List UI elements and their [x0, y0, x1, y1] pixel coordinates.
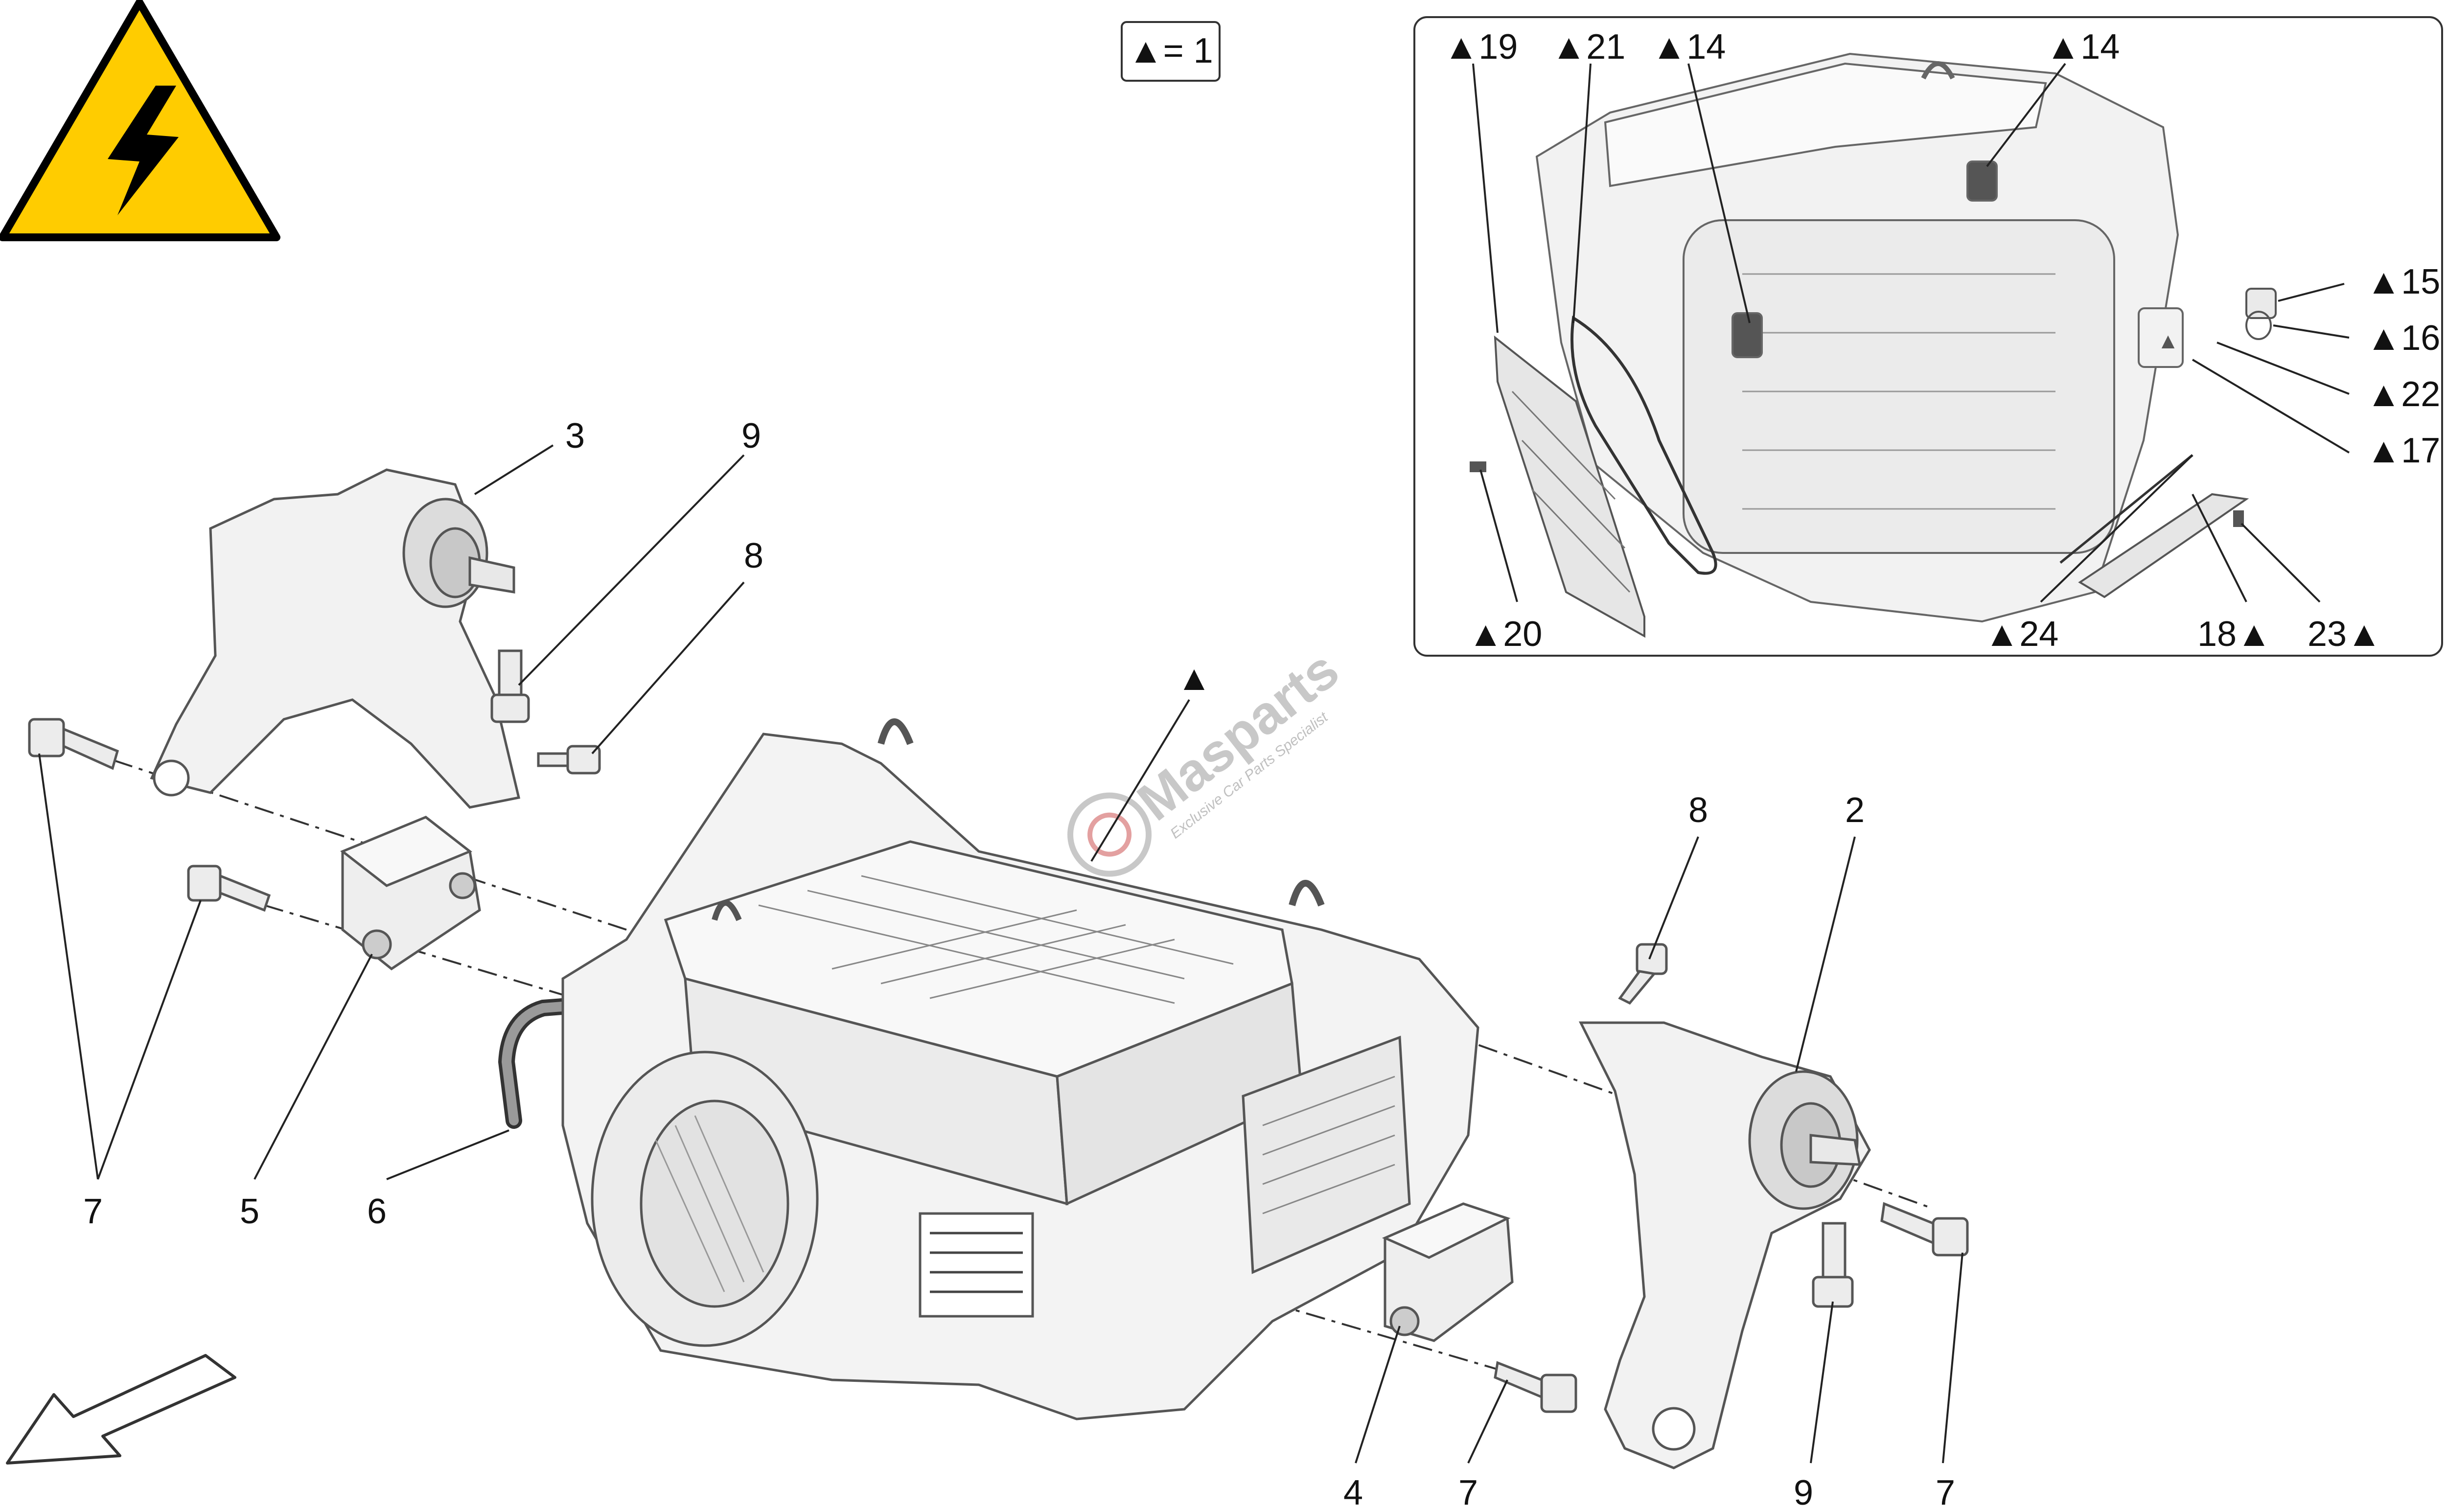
plug-15	[2245, 288, 2277, 319]
callout-2: 2	[1845, 791, 1865, 830]
callout-8-right: 8	[1688, 791, 1708, 830]
inset-gasket-cover-left	[1494, 316, 1717, 638]
inset-callout-17: ▲17	[2366, 431, 2440, 470]
main-leader-lines	[38, 444, 1963, 1464]
mount-block-5	[340, 816, 481, 971]
nut-8-upper	[537, 745, 601, 775]
callout-8-upper: 8	[744, 536, 763, 575]
bolt-9-upper	[490, 649, 530, 723]
inset-callout-14a: ▲14	[1652, 27, 1726, 67]
bolts	[28, 649, 1969, 1413]
main-callouts: 3 9 8 7 5 6 ▲ 8 2 4 7 9 7	[83, 416, 1955, 1512]
inset-small-parts	[1470, 288, 2277, 527]
bolt-7-mid	[187, 865, 271, 912]
front-direction-arrow-icon	[6, 1354, 236, 1465]
callout-9-lower: 9	[1794, 1473, 1813, 1510]
washer-16	[2245, 311, 2272, 340]
callout-7-left: 7	[83, 1192, 103, 1231]
inset-callout-21: ▲21	[1551, 27, 1625, 67]
callout-7-bottom: 7	[1458, 1473, 1478, 1510]
high-voltage-warning-icon	[0, 0, 280, 241]
callout-9-upper: 9	[741, 416, 761, 456]
inset-callout-24: ▲24	[1985, 615, 2058, 654]
hose-6	[498, 995, 615, 1129]
bolt-9-lower	[1812, 1222, 1854, 1308]
watermark-brand: Masparts	[1127, 639, 1350, 832]
callout-5: 5	[240, 1192, 259, 1231]
inset-callout-23: 23▲	[2308, 615, 2381, 654]
inset-leader-lines	[1472, 63, 2350, 603]
inset-motor-drawing	[1535, 52, 2184, 623]
inset-callout-20: ▲20	[1468, 615, 1542, 654]
callout-7-right: 7	[1936, 1473, 1955, 1510]
bolt-7-right	[1880, 1202, 1969, 1257]
bolt-7-lower	[1494, 1361, 1577, 1413]
inset-panel: ▲19 ▲21 ▲14 ▲14 ▲15 ▲16 ▲22 ▲17 ▲20 ▲24 …	[1413, 16, 2443, 657]
mount-bracket-3	[150, 468, 521, 809]
legend-box: ▲= 1	[1121, 21, 1221, 82]
callout-triangle: ▲	[1177, 659, 1211, 698]
inset-callout-22: ▲22	[2366, 375, 2440, 414]
inset-callout-19: ▲19	[1444, 27, 1518, 67]
mount-bracket-2	[1578, 1021, 1871, 1469]
inset-callout-16: ▲16	[2366, 319, 2440, 358]
legend-text: ▲= 1	[1128, 31, 1213, 70]
inset-callout-14b: ▲14	[2046, 27, 2120, 67]
callout-4: 4	[1343, 1473, 1363, 1510]
inset-callout-18: 18▲	[2197, 615, 2271, 654]
inset-callouts: ▲19 ▲21 ▲14 ▲14 ▲15 ▲16 ▲22 ▲17 ▲20 ▲24 …	[1444, 27, 2440, 654]
electric-drive-unit	[561, 718, 1479, 1420]
mount-block-4	[1382, 1202, 1514, 1342]
bolt-7-upper	[28, 718, 119, 770]
inset-callout-15: ▲15	[2366, 262, 2440, 301]
bolt-8-right	[1618, 943, 1668, 1005]
callout-6: 6	[367, 1192, 387, 1231]
callout-3: 3	[565, 416, 585, 456]
